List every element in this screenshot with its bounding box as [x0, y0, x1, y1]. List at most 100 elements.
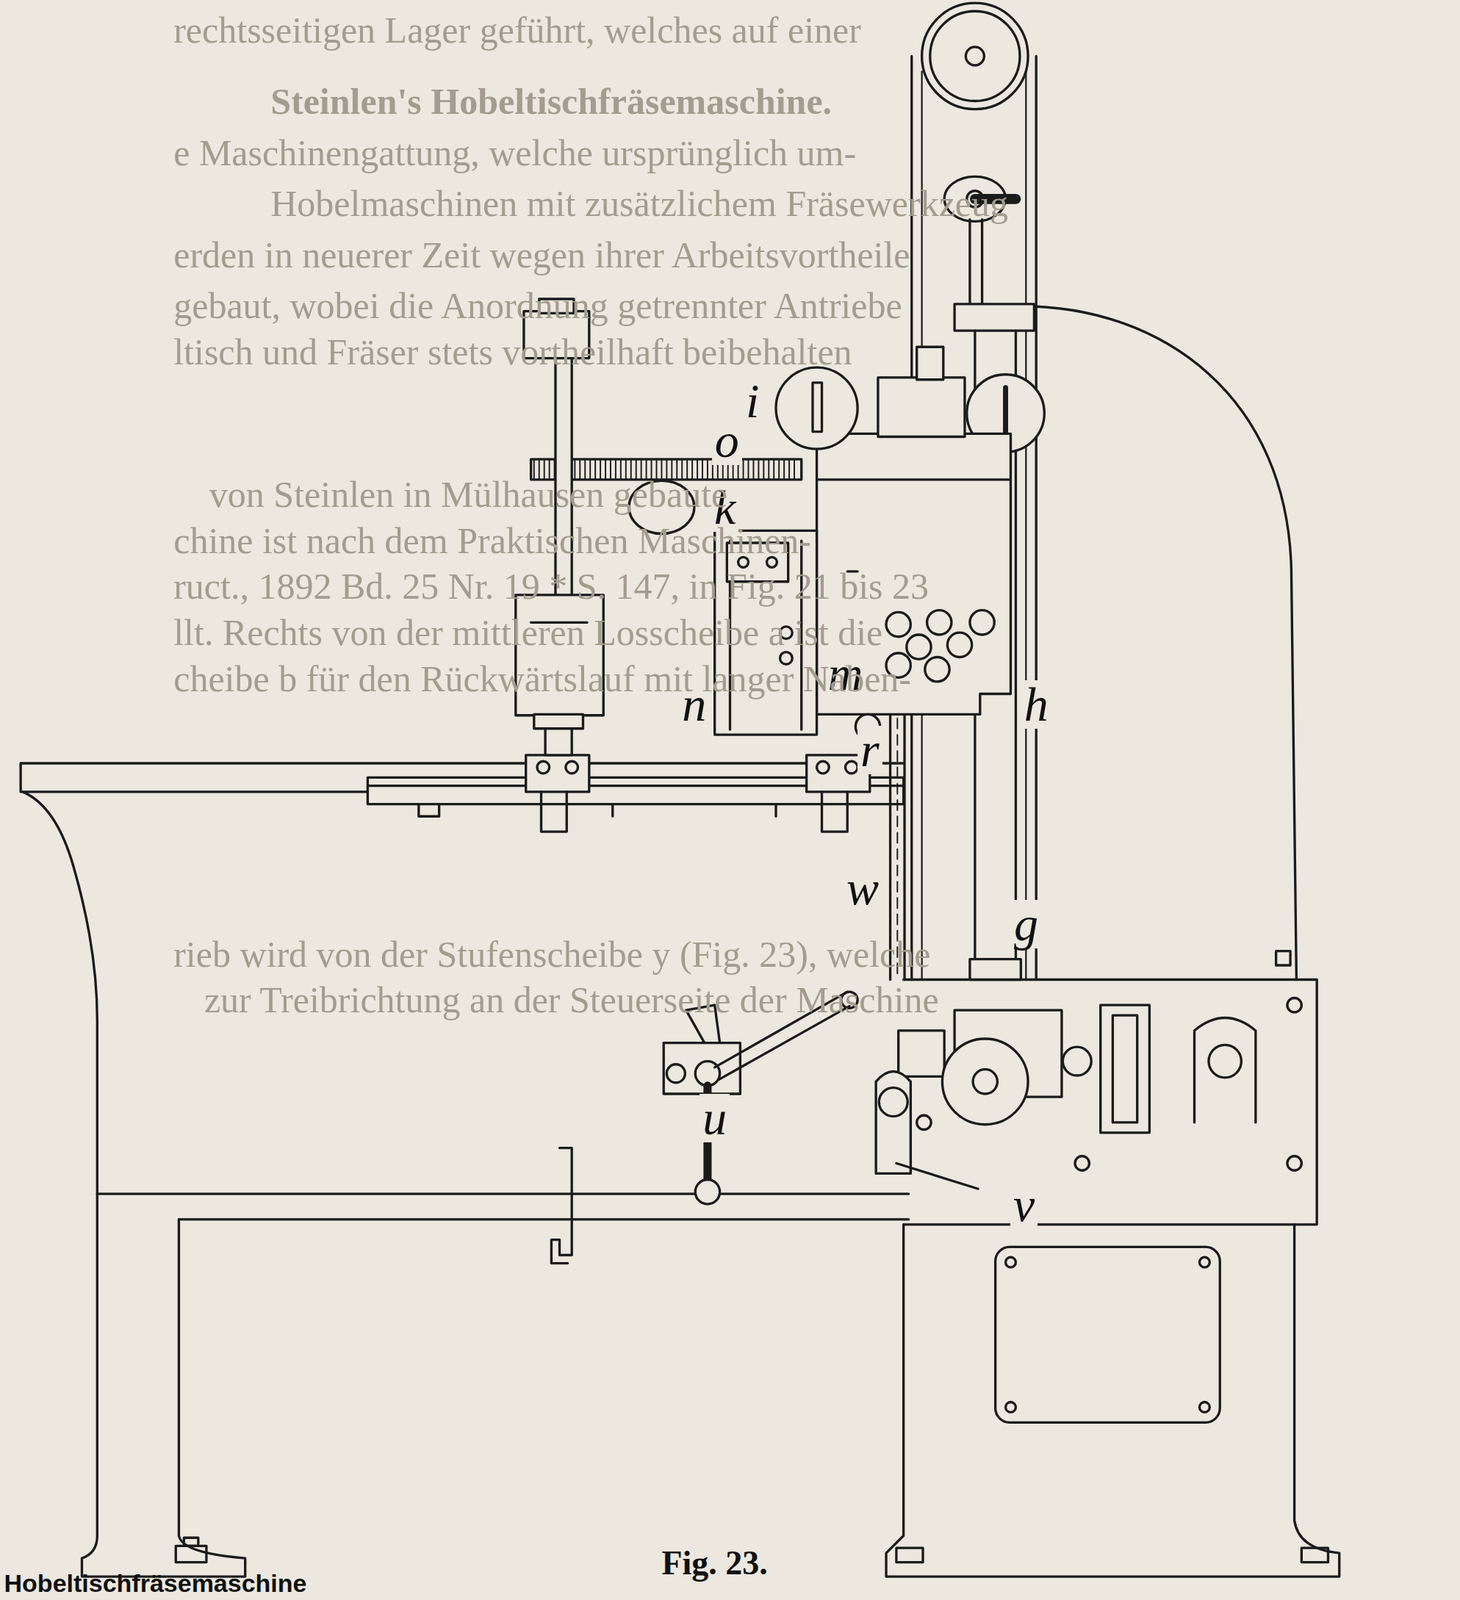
machine-frame	[903, 979, 1318, 1225]
figure-caption: Fig. 23.	[661, 1545, 768, 1583]
planer-table	[526, 755, 590, 793]
belt-drive	[965, 47, 984, 66]
gear-teeth	[748, 459, 750, 480]
cross-slide	[775, 367, 858, 449]
machine-frame	[896, 1548, 923, 1563]
reversing-linkage	[551, 991, 978, 1264]
background-text: ruct., 1892 Bd. 25 Nr. 19 * S. 147, in F…	[173, 566, 929, 607]
gear-teeth	[778, 459, 780, 480]
planer-table	[537, 761, 550, 774]
part-letter: v	[1010, 1180, 1038, 1230]
base-gearbox	[898, 1005, 1256, 1134]
base-gearbox	[1194, 1018, 1256, 1123]
cross-slide	[917, 346, 944, 380]
gear-teeth	[752, 459, 754, 480]
gear-teeth	[762, 459, 765, 480]
machine-frame	[1276, 951, 1291, 966]
belt-drive	[922, 2, 1028, 109]
part-letter: w	[843, 864, 882, 913]
gear-teeth	[793, 459, 796, 480]
planer-table	[817, 761, 830, 774]
cross-slide	[886, 612, 911, 637]
machine-frame	[1074, 1156, 1089, 1171]
base-gearbox	[1208, 1044, 1242, 1078]
milling-spindle	[534, 714, 584, 729]
planer-bed	[81, 1194, 245, 1577]
background-text: zur Treibrichtung an der Steuerseite der…	[204, 980, 940, 1021]
column	[954, 304, 1034, 331]
planer-table	[822, 792, 848, 832]
reversing-linkage	[896, 1163, 978, 1189]
part-letter: h	[1021, 680, 1052, 729]
machine-frame	[1020, 306, 1297, 981]
heading: Steinlen's Hobeltischfräsemaschine.	[270, 81, 832, 122]
machine-frame	[886, 1224, 1340, 1577]
column	[969, 959, 1021, 981]
background-text: rieb wird von der Stufenscheibe y (Fig. …	[173, 934, 931, 976]
machine-frame	[1005, 1402, 1017, 1413]
planer-bed	[183, 1537, 198, 1546]
machine-frame	[1005, 1257, 1017, 1268]
gear-teeth	[757, 459, 760, 480]
reversing-linkage	[878, 1088, 908, 1117]
background-text: llt. Rechts von der mittleren Losscheibe…	[173, 612, 883, 654]
cross-slide	[878, 377, 965, 438]
machine-frame	[917, 1115, 931, 1130]
gear-teeth	[772, 459, 775, 480]
planer-table	[541, 792, 568, 832]
background-text: erden in neuerer Zeit wegen ihrer Arbeit…	[173, 235, 910, 276]
gear-teeth	[788, 459, 790, 480]
planer-bed	[175, 1545, 207, 1563]
cross-slide	[817, 479, 1012, 572]
gear-teeth	[783, 459, 785, 480]
reversing-linkage	[551, 1148, 572, 1264]
machine-frame	[995, 1246, 1221, 1423]
gear-teeth	[742, 459, 745, 480]
planer-table	[367, 755, 904, 832]
milling-spindle	[545, 728, 572, 756]
part-letter: g	[1011, 900, 1042, 949]
reversing-linkage	[875, 1071, 911, 1174]
background-text: von Steinlen in Mülhausen gebaute	[209, 474, 728, 516]
background-text: chine ist nach dem Praktischen Maschinen…	[173, 520, 812, 562]
reversing-linkage	[663, 1043, 740, 1095]
planer-table	[844, 761, 858, 774]
planer-bed	[20, 763, 909, 1577]
gear-teeth	[767, 459, 770, 480]
planer-table	[565, 761, 579, 774]
background-text: ltisch und Fräser stets vortheilhaft bei…	[173, 332, 852, 373]
base-gearbox	[1112, 1015, 1137, 1123]
cross-slide	[969, 610, 995, 635]
background-text: gebaut, wobei die Anordnung getrennter A…	[173, 285, 902, 327]
base-gearbox	[972, 1069, 998, 1095]
reversing-linkage	[695, 1180, 720, 1205]
machine-frame	[1287, 997, 1302, 1012]
machine-frame	[1199, 1402, 1210, 1413]
belt-drive	[930, 11, 1020, 101]
machine-frame	[1287, 1156, 1302, 1171]
base-gearbox	[1062, 1047, 1092, 1076]
cross-slide	[1002, 387, 1009, 439]
cross-slide	[906, 634, 931, 660]
cross-slide	[925, 657, 950, 682]
base-gearbox	[941, 1038, 1028, 1125]
planer-bed	[96, 1194, 909, 1220]
part-letter: u	[699, 1094, 730, 1143]
part-letter: i	[742, 376, 762, 426]
reversing-linkage	[666, 1064, 685, 1084]
part-letter: r	[857, 725, 883, 775]
planer-table	[418, 804, 776, 818]
cross-slide	[947, 632, 972, 657]
belt-drive	[969, 219, 983, 307]
machine-frame	[1301, 1548, 1328, 1563]
caption-fragment: Hobeltischfräsemaschine	[4, 1570, 308, 1598]
cross-slide	[927, 610, 952, 635]
cross-slide	[812, 382, 823, 433]
background-text: e Maschinengattung, welche ursprünglich …	[173, 132, 857, 174]
background-text: cheibe b für den Rückwärtslauf mit lange…	[173, 659, 912, 700]
background-text: rechtsseitigen Lager geführt, welches au…	[173, 10, 862, 51]
base-gearbox	[898, 1030, 945, 1078]
part-letter: o	[711, 416, 743, 466]
base-gearbox	[1100, 1005, 1150, 1134]
